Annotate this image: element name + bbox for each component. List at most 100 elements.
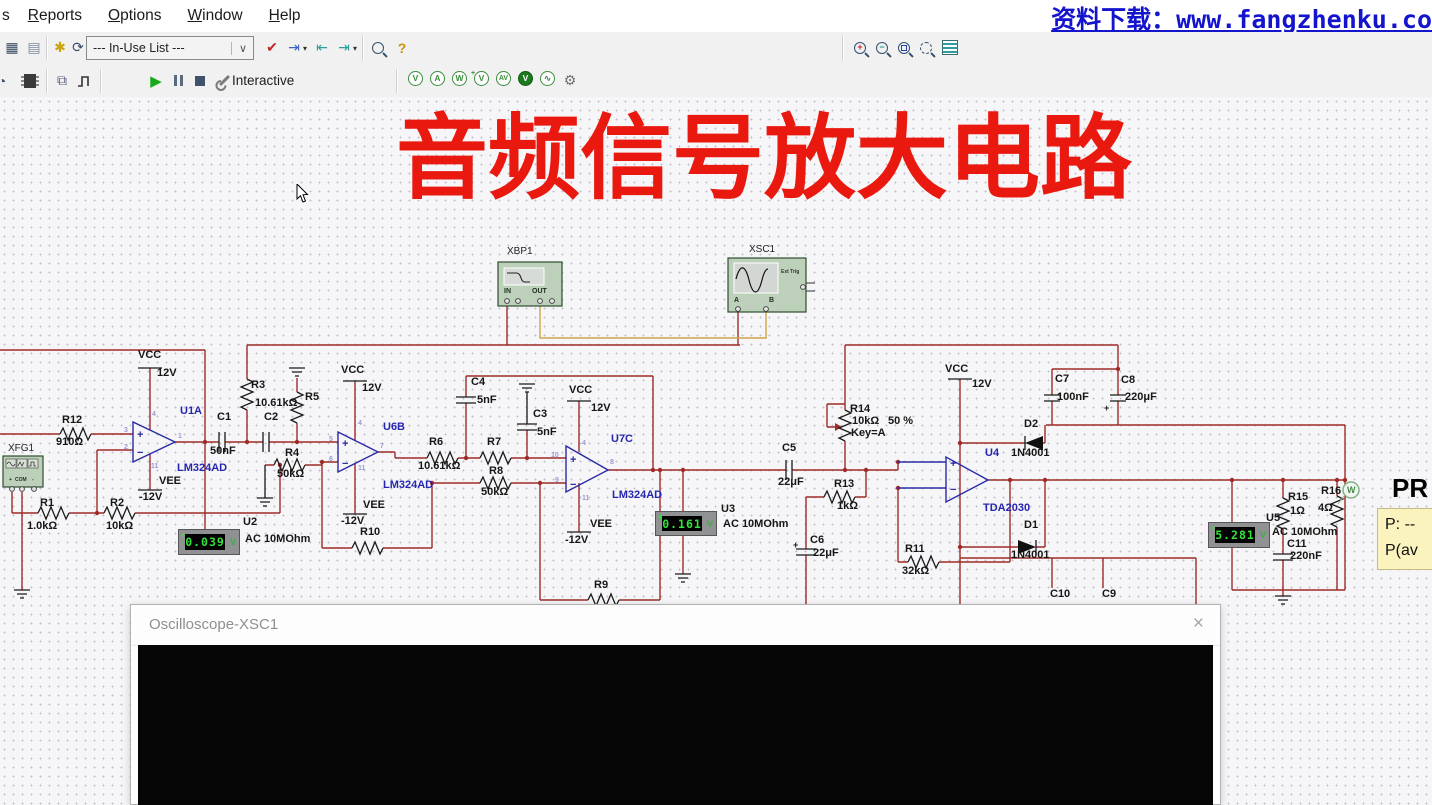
part-val-c1[interactable]: 50nF [210, 445, 236, 457]
part-ref-c9[interactable]: C9 [1102, 588, 1117, 600]
part-val-c6[interactable]: 22μF [813, 547, 839, 559]
opamp-part-u4[interactable]: TDA2030 [983, 502, 1031, 514]
part-val-c8[interactable]: 220μF [1125, 391, 1157, 403]
interactive-mode-label[interactable]: Interactive [232, 73, 295, 88]
zoom-area-icon[interactable] [894, 37, 914, 58]
part-ref-c10[interactable]: C10 [1050, 588, 1071, 600]
part-ref-r1[interactable]: R1 [40, 497, 55, 509]
part-val-r3[interactable]: 10.61kΩ [255, 397, 298, 409]
promo-link[interactable]: 资料下载：www.fangzhenku.co [1051, 5, 1432, 34]
part-ref-r7[interactable]: R7 [487, 436, 502, 448]
erc-check-icon[interactable]: ✔ [266, 39, 278, 55]
reference-probe-icon[interactable]: V [518, 71, 533, 86]
voltmeter-u3[interactable]: + 0.161 V [655, 511, 717, 536]
menu-item-options[interactable]: Options [108, 7, 162, 24]
run-simulation-button[interactable]: ▶ [150, 72, 162, 90]
part-val-r11[interactable]: 32kΩ [902, 565, 930, 577]
zoom-in-icon[interactable]: + [850, 37, 870, 58]
component-chip-icon[interactable] [20, 70, 40, 91]
part-ref-c3[interactable]: C3 [533, 408, 548, 420]
opamp-part-u6b[interactable]: LM324AD [383, 479, 434, 491]
part-ref-d2[interactable]: D2 [1024, 418, 1039, 430]
part-ref-r9[interactable]: R9 [594, 579, 609, 591]
menu-item-partial[interactable]: s [2, 7, 10, 24]
database-manager-icon[interactable]: ⟳ [72, 39, 84, 55]
menu-item-window[interactable]: Window [187, 7, 243, 24]
part-ref-c5[interactable]: C5 [782, 442, 797, 454]
close-icon[interactable]: × [1192, 613, 1204, 634]
schematic-canvas[interactable]: +− +− +− +− [0, 97, 1432, 805]
part-ref-c4[interactable]: C4 [471, 376, 486, 388]
part-ref-c6[interactable]: C6 [810, 534, 825, 546]
power-probe-icon[interactable]: W [452, 71, 467, 86]
part-ref-r8[interactable]: R8 [489, 465, 504, 477]
voltmeter-u5[interactable]: + 5.281 V [1208, 522, 1270, 548]
instrument-ref-xbp1[interactable]: XBP1 [507, 246, 533, 257]
part-ref-r6[interactable]: R6 [429, 436, 444, 448]
opamp-ref-u1a[interactable]: U1A [180, 405, 203, 417]
stop-simulation-button[interactable] [190, 70, 210, 91]
opamp-part-u7c[interactable]: LM324AD [612, 489, 663, 501]
voltage-probe-icon[interactable]: V [408, 71, 423, 86]
create-component-icon[interactable]: ✱ [54, 39, 66, 55]
instrument-ref-xfg1[interactable]: XFG1 [8, 443, 35, 454]
part-val-r4[interactable]: 50kΩ [277, 468, 305, 480]
part-ref-r11[interactable]: R11 [905, 543, 925, 555]
report-view-icon[interactable] [940, 37, 960, 58]
part-ref-r2[interactable]: R2 [110, 497, 125, 509]
opamp-ref-u6b[interactable]: U6B [383, 421, 406, 433]
part-val-d2[interactable]: 1N4001 [1011, 447, 1050, 459]
part-val-c7[interactable]: 100nF [1057, 391, 1089, 403]
instrument-ref-xsc1[interactable]: XSC1 [749, 244, 776, 255]
part-ref-r13[interactable]: R13 [834, 478, 855, 490]
part-val-r6[interactable]: 10.61kΩ [418, 460, 461, 472]
forward-annotate-icon[interactable]: ⇥ [338, 39, 350, 55]
oscilloscope-screen[interactable] [138, 645, 1213, 805]
step-waveform-icon[interactable] [74, 70, 94, 91]
part-ref-c1[interactable]: C1 [217, 411, 232, 423]
probe-settings-icon[interactable]: ⚙ [563, 72, 577, 88]
meter-ref-u5[interactable]: U5 [1266, 512, 1281, 524]
part-val-r15[interactable]: 1Ω [1290, 505, 1305, 517]
voltmeter-u2[interactable]: + 0.039 V [178, 529, 240, 555]
part-ref-r3[interactable]: R3 [251, 379, 266, 391]
part-ref-r10[interactable]: R10 [360, 526, 381, 538]
find-icon[interactable] [368, 37, 388, 58]
part-val-r16[interactable]: 4Ω [1318, 502, 1333, 514]
menu-item-help[interactable]: Help [268, 7, 301, 24]
part-val-r13[interactable]: 1kΩ [837, 500, 859, 512]
part-ref-c2[interactable]: C2 [264, 411, 279, 423]
part-ref-c8[interactable]: C8 [1121, 374, 1136, 386]
part-ref-r12[interactable]: R12 [62, 414, 83, 426]
part-val-d1[interactable]: 1N4001 [1011, 549, 1050, 561]
part-val-r8[interactable]: 50kΩ [481, 486, 509, 498]
opamp-ref-u7c[interactable]: U7C [611, 433, 634, 445]
opamp-part-u1a[interactable]: LM324AD [177, 462, 228, 474]
part-val-r1[interactable]: 1.0kΩ [27, 520, 58, 532]
power-probe-w-icon[interactable]: W [1347, 485, 1356, 495]
spreadsheet-view-icon[interactable]: ▦ [5, 39, 19, 55]
differential-voltage-probe-icon[interactable]: V+ [471, 70, 489, 86]
part-ref-r16[interactable]: R16 [1321, 485, 1342, 497]
part-val-c5[interactable]: 22μF [778, 476, 804, 488]
part-val-c11[interactable]: 220nF [1290, 550, 1322, 562]
part-ref-c11[interactable]: C11 [1287, 538, 1307, 550]
current-probe-icon[interactable]: A [430, 71, 445, 86]
part-ref-d1[interactable]: D1 [1024, 519, 1039, 531]
part-ref-r4[interactable]: R4 [285, 447, 300, 459]
help-icon[interactable]: ? [397, 39, 407, 56]
zoom-fit-icon[interactable] [916, 37, 936, 58]
back-annotate-icon[interactable]: ⇤ [316, 39, 328, 55]
oscilloscope-titlebar[interactable]: Oscilloscope-XSC1 × [131, 605, 1220, 646]
part-val-c3[interactable]: 5nF [537, 426, 557, 438]
pause-simulation-button[interactable] [168, 70, 188, 91]
part-val-r14[interactable]: 10kΩ [852, 415, 880, 427]
digital-probe-icon[interactable]: ∿ [540, 71, 555, 86]
part-ref-r15[interactable]: R15 [1288, 491, 1309, 503]
hierarchy-block-icon[interactable]: ⧉ [57, 72, 67, 88]
meter-ref-u2[interactable]: U2 [243, 516, 258, 528]
forward-annotate-caret-icon[interactable]: ▾ [353, 44, 358, 53]
part-val-r2[interactable]: 10kΩ [106, 520, 134, 532]
part-val-c4[interactable]: 5nF [477, 394, 497, 406]
opamp-ref-u4[interactable]: U4 [985, 447, 1000, 459]
